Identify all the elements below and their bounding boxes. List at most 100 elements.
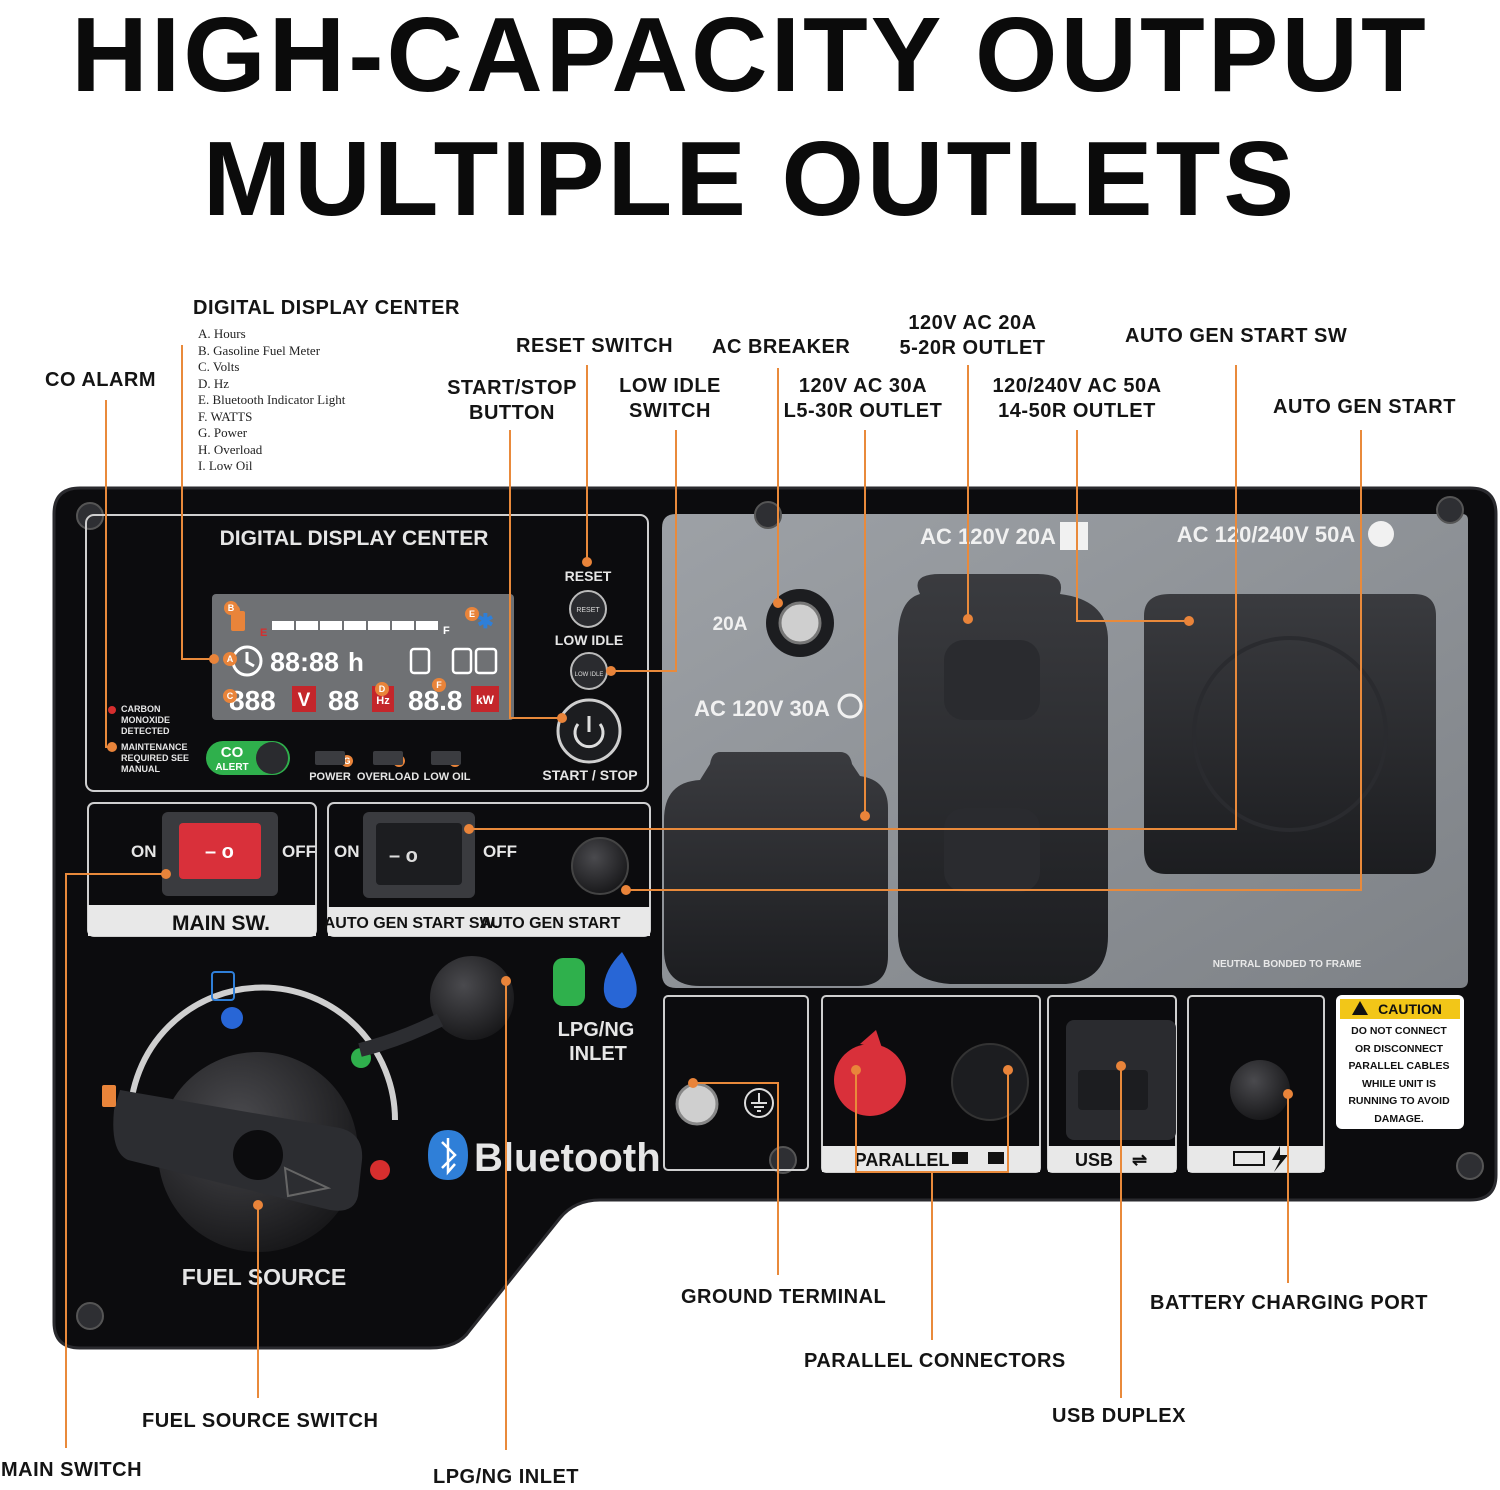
callout-low-idle: LOW IDLE SWITCH [612, 374, 728, 424]
callout-low-idle-line2: SWITCH [629, 400, 711, 422]
callout-auto-gen-start-sw: AUTO GEN START SW [1125, 325, 1348, 347]
warning-icon [1352, 1001, 1368, 1015]
callout-outlet-20a-line2: 5-20R OUTLET [899, 337, 1046, 359]
outlet-20a-cover[interactable] [898, 574, 1108, 984]
ng-icon [474, 647, 498, 675]
callout-outlet-30a-line2: L5-30R OUTLET [783, 400, 943, 422]
badge-b: B [228, 603, 235, 613]
lcd-volts: 888 [229, 685, 276, 716]
display-center-frame [85, 514, 649, 792]
display-center-title: DIGITAL DISPLAY CENTER [220, 527, 489, 550]
co-text-1: CARBON [121, 704, 161, 714]
usb-label: USB [1075, 1150, 1113, 1170]
display-legend-title: DIGITAL DISPLAY CENTER [193, 297, 460, 319]
caution-line: OR DISCONNECT [1355, 1043, 1444, 1055]
legend-item: F. WATTS [198, 408, 253, 424]
battery-icon [952, 1152, 968, 1164]
fuel-pump-icon [231, 611, 245, 631]
co-alert-bottom: ALERT [215, 762, 248, 773]
legend-item: G. Power [198, 425, 248, 440]
outlet-50a-cover[interactable] [1144, 594, 1436, 874]
power-indicator-label: POWER [309, 771, 351, 783]
headline-line-1: HIGH-CAPACITY OUTPUT [71, 0, 1429, 114]
lpg-inlet-label-1: LPG/NG [558, 1019, 635, 1041]
main-sw-on: ON [131, 842, 157, 861]
off-position-marker [370, 1160, 390, 1180]
lcd-hz-digits: 88 [328, 685, 359, 716]
caution-title: CAUTION [1378, 1001, 1442, 1017]
screw-icon [76, 496, 1484, 1330]
neutral-bonded-label: NEUTRAL BONDED TO FRAME [1213, 959, 1362, 970]
auto-gen-start-port[interactable] [571, 837, 629, 895]
callout-low-idle-line1: LOW IDLE [619, 375, 721, 397]
main-switch-rocker[interactable] [179, 823, 261, 879]
battery-charging-port[interactable] [1230, 1060, 1290, 1120]
badge-a: A [227, 654, 234, 664]
svg-text:– o: – o [389, 845, 418, 867]
breaker-rating: 20A [713, 614, 748, 635]
overload-indicator-label: OVERLOAD [357, 771, 419, 783]
auto-sw-on: ON [334, 842, 360, 861]
outlet-50a-icon [1368, 521, 1394, 547]
power-icon [573, 723, 605, 749]
parallel-connector-black[interactable] [951, 1043, 1029, 1121]
outlet-30a-cover[interactable] [664, 752, 888, 986]
reset-button[interactable] [569, 590, 607, 628]
callout-ground-terminal: GROUND TERMINAL [681, 1286, 887, 1308]
low-idle-button[interactable] [570, 652, 608, 690]
ac-30-label: AC 120V 30A [694, 696, 830, 721]
parallel-connector-red[interactable] [834, 1044, 906, 1116]
start-stop-label: START / STOP [542, 767, 637, 783]
usb-icon: ⇌ [1132, 1150, 1147, 1170]
lpg-inlet-label-2: INLET [569, 1043, 627, 1065]
outlet-30a-icon [837, 693, 863, 719]
lcd-hz-unit: Hz [376, 695, 390, 707]
callout-battery-charging-port: BATTERY CHARGING PORT [1150, 1292, 1428, 1314]
co-text-2: MONOXIDE [121, 715, 170, 725]
co-alert-top: CO [221, 744, 244, 761]
auto-gen-start-switch[interactable] [376, 823, 462, 885]
low-idle-button-text: LOW IDLE [575, 672, 604, 678]
legend-item: I. Low Oil [198, 458, 253, 473]
co-text-3: DETECTED [121, 726, 170, 736]
gas-icon [102, 1085, 116, 1107]
auto-gen-start-sw-label: AUTO GEN START SW. [324, 915, 499, 932]
callout-main-switch: MAIN SWITCH [1, 1459, 143, 1481]
lpg-icon [451, 647, 473, 675]
propane-tank-icon [553, 958, 585, 1006]
callout-outlet-50a-line1: 120/240V AC 50A [992, 375, 1162, 397]
caution-line: PARALLEL CABLES [1348, 1060, 1449, 1072]
parallel-label: PARALLEL [855, 1150, 950, 1170]
maint-text-1: MAINTENANCE [121, 742, 188, 752]
auto-gen-start-label: AUTO GEN START [480, 915, 621, 932]
callout-fuel-source-switch: FUEL SOURCE SWITCH [142, 1410, 379, 1432]
ground-terminal[interactable] [675, 1082, 719, 1126]
callout-start-stop-line2: BUTTON [469, 402, 555, 424]
ac-20-label: AC 120V 20A [920, 524, 1056, 549]
callout-ac-breaker: AC BREAKER [712, 336, 851, 358]
ground-icon [744, 1088, 774, 1118]
callout-usb-duplex: USB DUPLEX [1052, 1405, 1186, 1427]
badge-d: D [379, 684, 386, 694]
fuel-source-label: FUEL SOURCE [182, 1264, 346, 1290]
lp-tank-icon [211, 971, 235, 1001]
fuel-gauge-bars [272, 621, 438, 630]
auto-sw-off: OFF [483, 842, 517, 861]
callout-dots [107, 557, 1293, 1210]
flame-icon [603, 952, 637, 1009]
lpg-ng-inlet-cap[interactable] [430, 956, 514, 1040]
bluetooth-wordmark: Bluetooth [474, 1136, 661, 1180]
ground-frame [663, 995, 809, 1171]
display-legend-list: A. Hours B. Gasoline Fuel Meter C. Volts… [198, 326, 345, 475]
low-oil-indicator-label: LOW OIL [423, 771, 470, 783]
caution-line: DO NOT CONNECT [1351, 1025, 1447, 1037]
callout-lpg-ng-inlet: LPG/NG INLET [433, 1466, 579, 1488]
badge-f: F [436, 680, 442, 690]
callout-outlet-30a-line1: 120V AC 30A [798, 375, 928, 397]
caution-line: DAMAGE. [1374, 1113, 1424, 1125]
callout-co-alarm: CO ALARM [45, 369, 157, 391]
lcd-kw-unit: kW [476, 693, 495, 707]
headline-line-2: MULTIPLE OUTLETS [202, 120, 1298, 238]
reset-label: RESET [565, 568, 612, 584]
lcd-volts-unit: V [298, 690, 311, 711]
